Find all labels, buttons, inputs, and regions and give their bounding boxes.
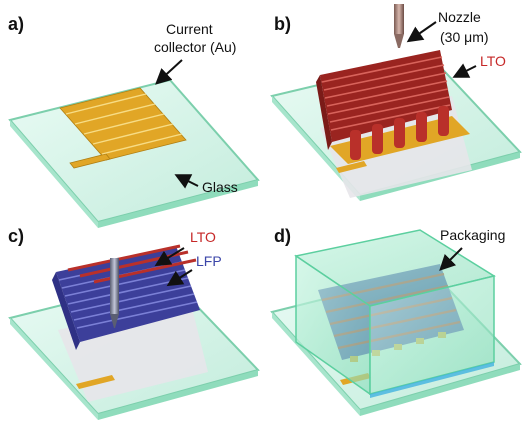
- lto-fingers: [350, 106, 449, 160]
- collector-fingers: [65, 93, 183, 155]
- arrow-glass: [174, 174, 199, 189]
- collector-tab: [76, 375, 115, 389]
- nozzle: [110, 258, 119, 314]
- annotation-collector: collector (Au): [154, 39, 236, 55]
- lto-stack: [316, 50, 452, 150]
- glass-edge: [98, 370, 258, 420]
- annotation-lto: LTO: [190, 229, 216, 245]
- arrow-lfp: [166, 269, 193, 287]
- nozzle-tip: [394, 34, 404, 48]
- arrow-lto: [452, 63, 477, 78]
- lto-layers: [321, 56, 451, 131]
- arrow-lto: [154, 247, 185, 267]
- glass-edge-left: [10, 120, 98, 228]
- lfp-stack: [52, 246, 200, 350]
- panel-c: c) LTO LFP: [8, 226, 260, 420]
- panel-d: d) Packaging: [270, 226, 522, 416]
- annotation-lfp: LFP: [196, 253, 222, 269]
- panel-a: a) Current collector (Au) Glass: [8, 14, 260, 228]
- glass-edge-left: [272, 96, 360, 201]
- arrow-packaging: [439, 247, 463, 271]
- panel-b: b) Nozzle (30 μm) LTO: [270, 4, 522, 201]
- nozzle-tip: [110, 314, 119, 328]
- annotation-nozzle-size: (30 μm): [440, 29, 489, 45]
- arrow-nozzle: [406, 21, 437, 43]
- glass-edge: [360, 364, 520, 416]
- nozzle: [394, 4, 404, 34]
- glass-edge-left: [272, 312, 360, 416]
- annotation-glass: Glass: [202, 179, 238, 195]
- annotation-current: Current: [166, 21, 213, 37]
- panel-label-d: d): [274, 226, 291, 246]
- glass-edge-left: [10, 318, 98, 420]
- packaging-box: [294, 229, 496, 398]
- annotation-packaging: Packaging: [440, 227, 505, 243]
- panel-label-b: b): [274, 14, 291, 34]
- panel-label-c: c): [8, 226, 24, 246]
- annotation-nozzle: Nozzle: [438, 9, 481, 25]
- annotation-lto: LTO: [480, 53, 506, 69]
- glass-edge: [98, 180, 258, 228]
- panel-label-a: a): [8, 14, 24, 34]
- collector-tab: [336, 161, 367, 173]
- arrow-collector: [155, 59, 183, 85]
